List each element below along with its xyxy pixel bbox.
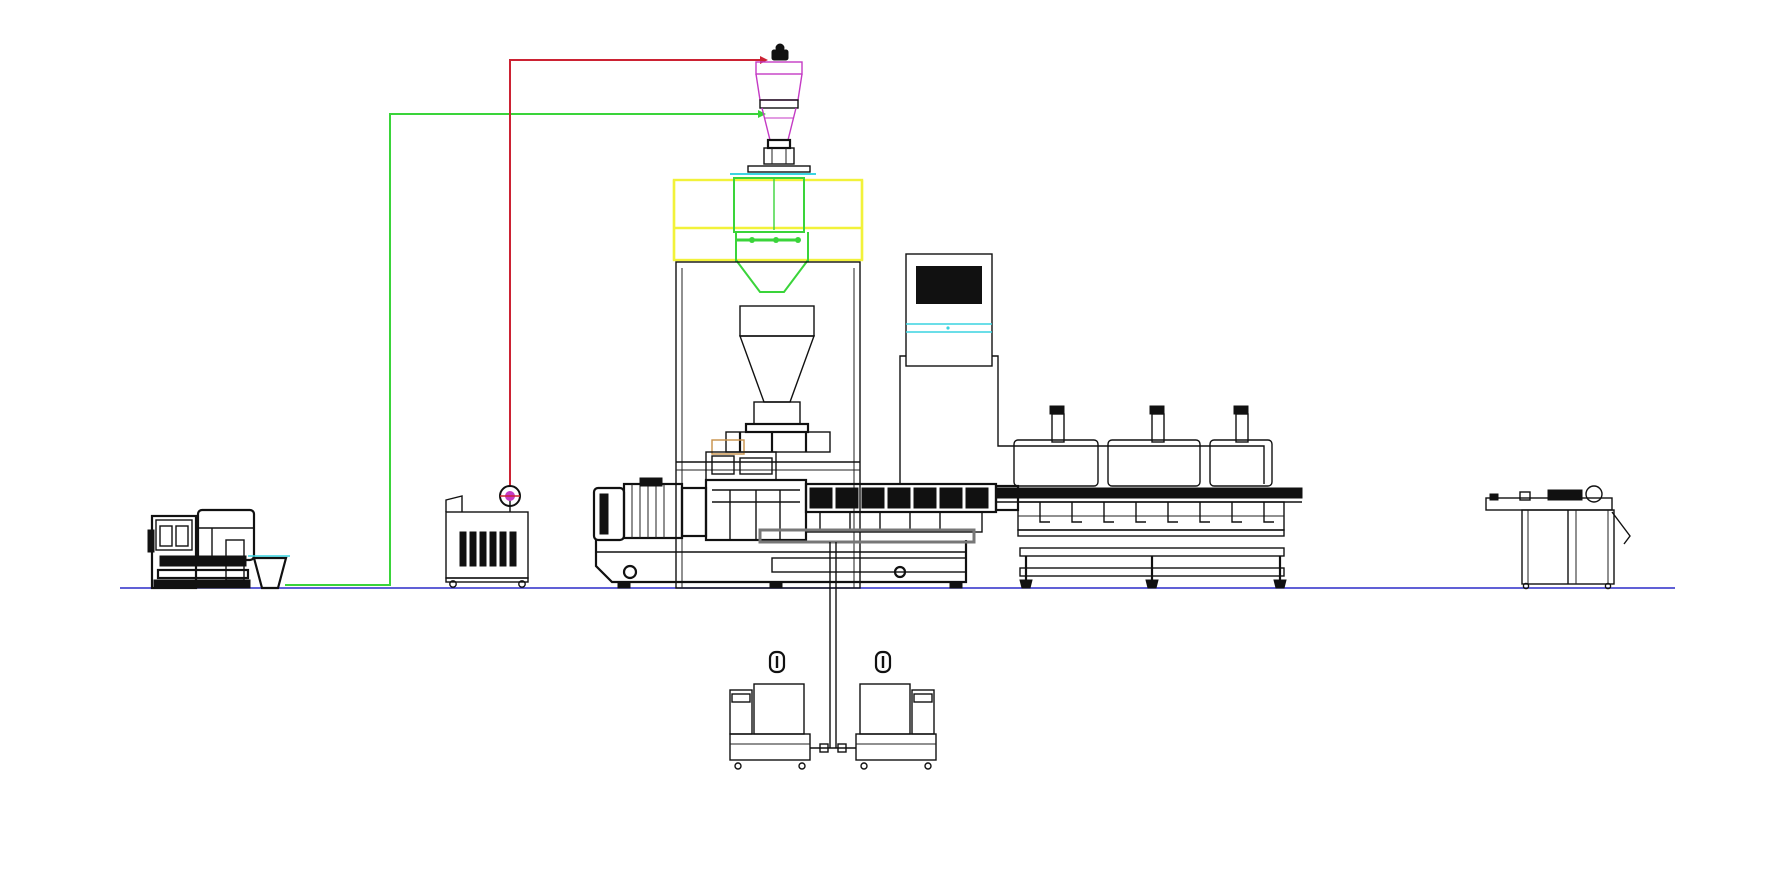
green-pipe-arrow [758,110,766,118]
cooling-conveyor [995,487,1303,589]
vacuum-pump-right [855,650,937,770]
hopper-frame [672,178,864,262]
blower-unit [445,485,529,588]
red-air-pipe [509,59,760,486]
control-cabinet [899,253,1265,484]
red-pipe-arrow [760,56,768,64]
weighing-feeder [733,177,809,293]
green-conveying-pipe [285,113,758,586]
process-tanks [1013,405,1273,487]
cutter-wheel [1585,485,1603,503]
vacuum-pipes [810,542,856,753]
feed-hopper-small [252,556,288,590]
hmi-screen [916,266,982,304]
conveying-pipes [285,56,768,586]
motor-icon [592,477,808,542]
vacuum-pump-left [729,650,811,770]
conveyor-drops [1039,502,1274,523]
extruder-barrel [758,482,1020,544]
mixer-station [147,508,290,590]
main-hopper [705,305,831,481]
blower-vent-grille [459,531,517,567]
vacuum-loader-icon [730,43,816,175]
extruder-base [594,540,968,589]
cutting-machine [1485,485,1631,590]
